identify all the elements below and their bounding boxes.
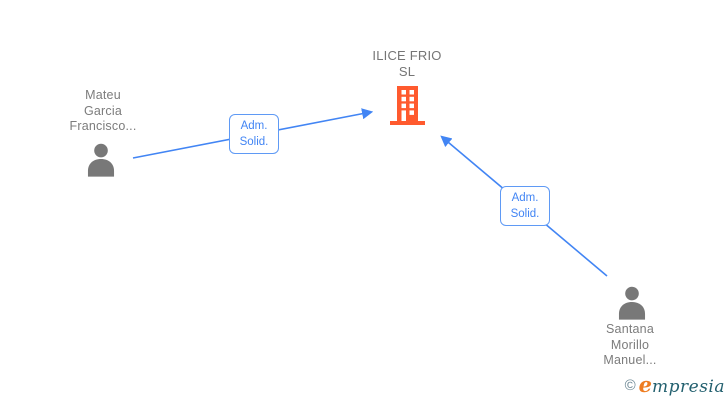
edge-label-line: Solid. bbox=[239, 136, 269, 148]
edge-label-line: Adm. bbox=[511, 192, 539, 204]
person-name-line: Santana bbox=[606, 322, 654, 336]
person-icon[interactable] bbox=[84, 142, 118, 180]
edge-label-adm-solid-santana: Adm. Solid. bbox=[500, 186, 550, 226]
person-name-line: Morillo bbox=[610, 337, 650, 352]
person-name-line: Francisco... bbox=[69, 119, 137, 133]
person-node-label-mateu[interactable]: Mateu Garcia Francisco... bbox=[43, 88, 163, 135]
edge-label-line: Adm. bbox=[240, 120, 268, 132]
edge-label-adm-solid-mateu: Adm. Solid. bbox=[229, 114, 279, 154]
building-icon[interactable] bbox=[389, 86, 426, 125]
company-name-line-1: ILICE FRIO bbox=[372, 48, 442, 63]
empresia-logo-text: mpresia bbox=[652, 377, 725, 397]
person-icon[interactable] bbox=[615, 285, 649, 323]
person-node-label-santana[interactable]: Santana Morillo Manuel... bbox=[570, 322, 690, 369]
empresia-logo-e: e bbox=[638, 372, 652, 397]
company-name-line-2: SL bbox=[398, 63, 416, 79]
person-name-line: Garcia bbox=[83, 103, 123, 118]
company-node-label[interactable]: ILICE FRIO SL bbox=[347, 48, 467, 79]
empresia-watermark: ©empresia bbox=[625, 372, 725, 397]
person-name-line: Mateu bbox=[85, 88, 121, 102]
copyright-icon: © bbox=[624, 377, 636, 394]
edge-label-line: Solid. bbox=[510, 208, 540, 220]
person-name-line: Manuel... bbox=[603, 353, 657, 367]
